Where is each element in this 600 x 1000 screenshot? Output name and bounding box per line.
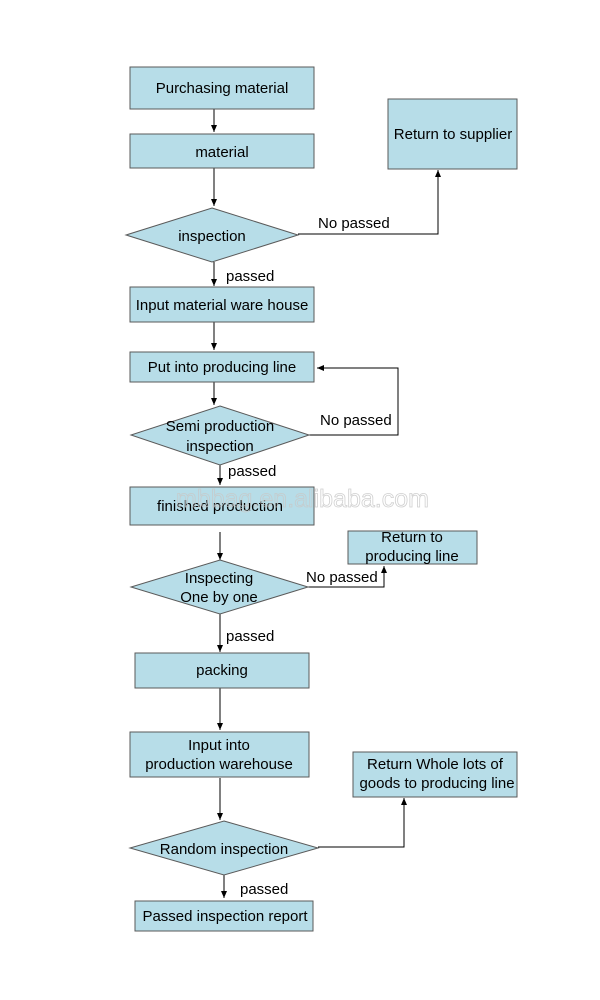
node-return-to-supplier-label: Return to supplier xyxy=(394,126,512,143)
edges xyxy=(211,109,441,898)
edge-label-passed-3: passed xyxy=(226,628,274,645)
edge-label-no-passed-1: No passed xyxy=(318,215,390,232)
edge-label-no-passed-2: No passed xyxy=(320,412,392,429)
node-return-to-producing-line: Return to producing line xyxy=(347,529,478,565)
edge-label-passed-4: passed xyxy=(240,881,288,898)
node-input-into-production-warehouse: Input into production warehouse xyxy=(129,731,310,778)
node-put-into-producing-line-label: Put into producing line xyxy=(148,359,296,376)
node-packing: packing xyxy=(134,652,310,689)
node-return-whole-lots-label-2: goods to producing line xyxy=(359,775,514,792)
decision-inspecting-one-by-one-label-1: Inspecting xyxy=(185,570,253,587)
decision-inspection-label: inspection xyxy=(178,228,246,245)
edge-label-no-passed-3: No passed xyxy=(306,569,378,586)
node-input-into-production-warehouse-label-2: production warehouse xyxy=(145,756,293,773)
decision-semi-production-inspection: Semi production inspection xyxy=(129,405,311,466)
node-input-into-production-warehouse-label-1: Input into xyxy=(188,737,250,754)
edge-label-passed-2: passed xyxy=(228,463,276,480)
node-finished-production-label: finished production xyxy=(157,498,283,515)
decision-inspection: inspection xyxy=(124,207,300,263)
node-passed-inspection-report: Passed inspection report xyxy=(134,900,314,932)
node-return-to-supplier: Return to supplier xyxy=(387,98,518,170)
edge-semi-loop-back xyxy=(309,365,399,436)
node-input-material-warehouse: Input material ware house xyxy=(129,286,315,323)
node-return-to-producing-line-label-1: Return to xyxy=(381,529,443,546)
node-put-into-producing-line: Put into producing line xyxy=(129,351,315,383)
node-finished-production: finished production xyxy=(129,486,315,526)
node-purchasing-material: Purchasing material xyxy=(129,66,315,110)
node-return-whole-lots-label-1: Return Whole lots of xyxy=(367,756,504,773)
node-material-label: material xyxy=(195,144,248,161)
decision-semi-production-label-1: Semi production xyxy=(166,418,274,435)
node-passed-inspection-report-label: Passed inspection report xyxy=(142,908,308,925)
edge-inspection-return-supplier xyxy=(298,170,441,235)
node-purchasing-material-label: Purchasing material xyxy=(156,80,289,97)
edge-one-by-one-return-line xyxy=(308,566,387,588)
decision-inspecting-one-by-one: Inspecting One by one xyxy=(129,559,310,615)
decision-random-inspection: Random inspection xyxy=(128,820,320,876)
decision-inspecting-one-by-one-label-2: One by one xyxy=(180,589,258,606)
edge-label-passed-1: passed xyxy=(226,268,274,285)
edge-random-return-whole xyxy=(318,798,407,848)
node-return-to-producing-line-label-2: producing line xyxy=(365,548,458,565)
decision-random-inspection-label: Random inspection xyxy=(160,841,288,858)
node-return-whole-lots: Return Whole lots of goods to producing … xyxy=(352,751,518,798)
node-packing-label: packing xyxy=(196,662,248,679)
node-material: material xyxy=(129,133,315,169)
decision-semi-production-label-2: inspection xyxy=(186,438,254,455)
node-input-material-warehouse-label: Input material ware house xyxy=(136,297,309,314)
watermark: mbbag.en.alibaba.com xyxy=(176,485,429,513)
edge-labels: No passed passed No passed passed No pas… xyxy=(226,215,392,898)
